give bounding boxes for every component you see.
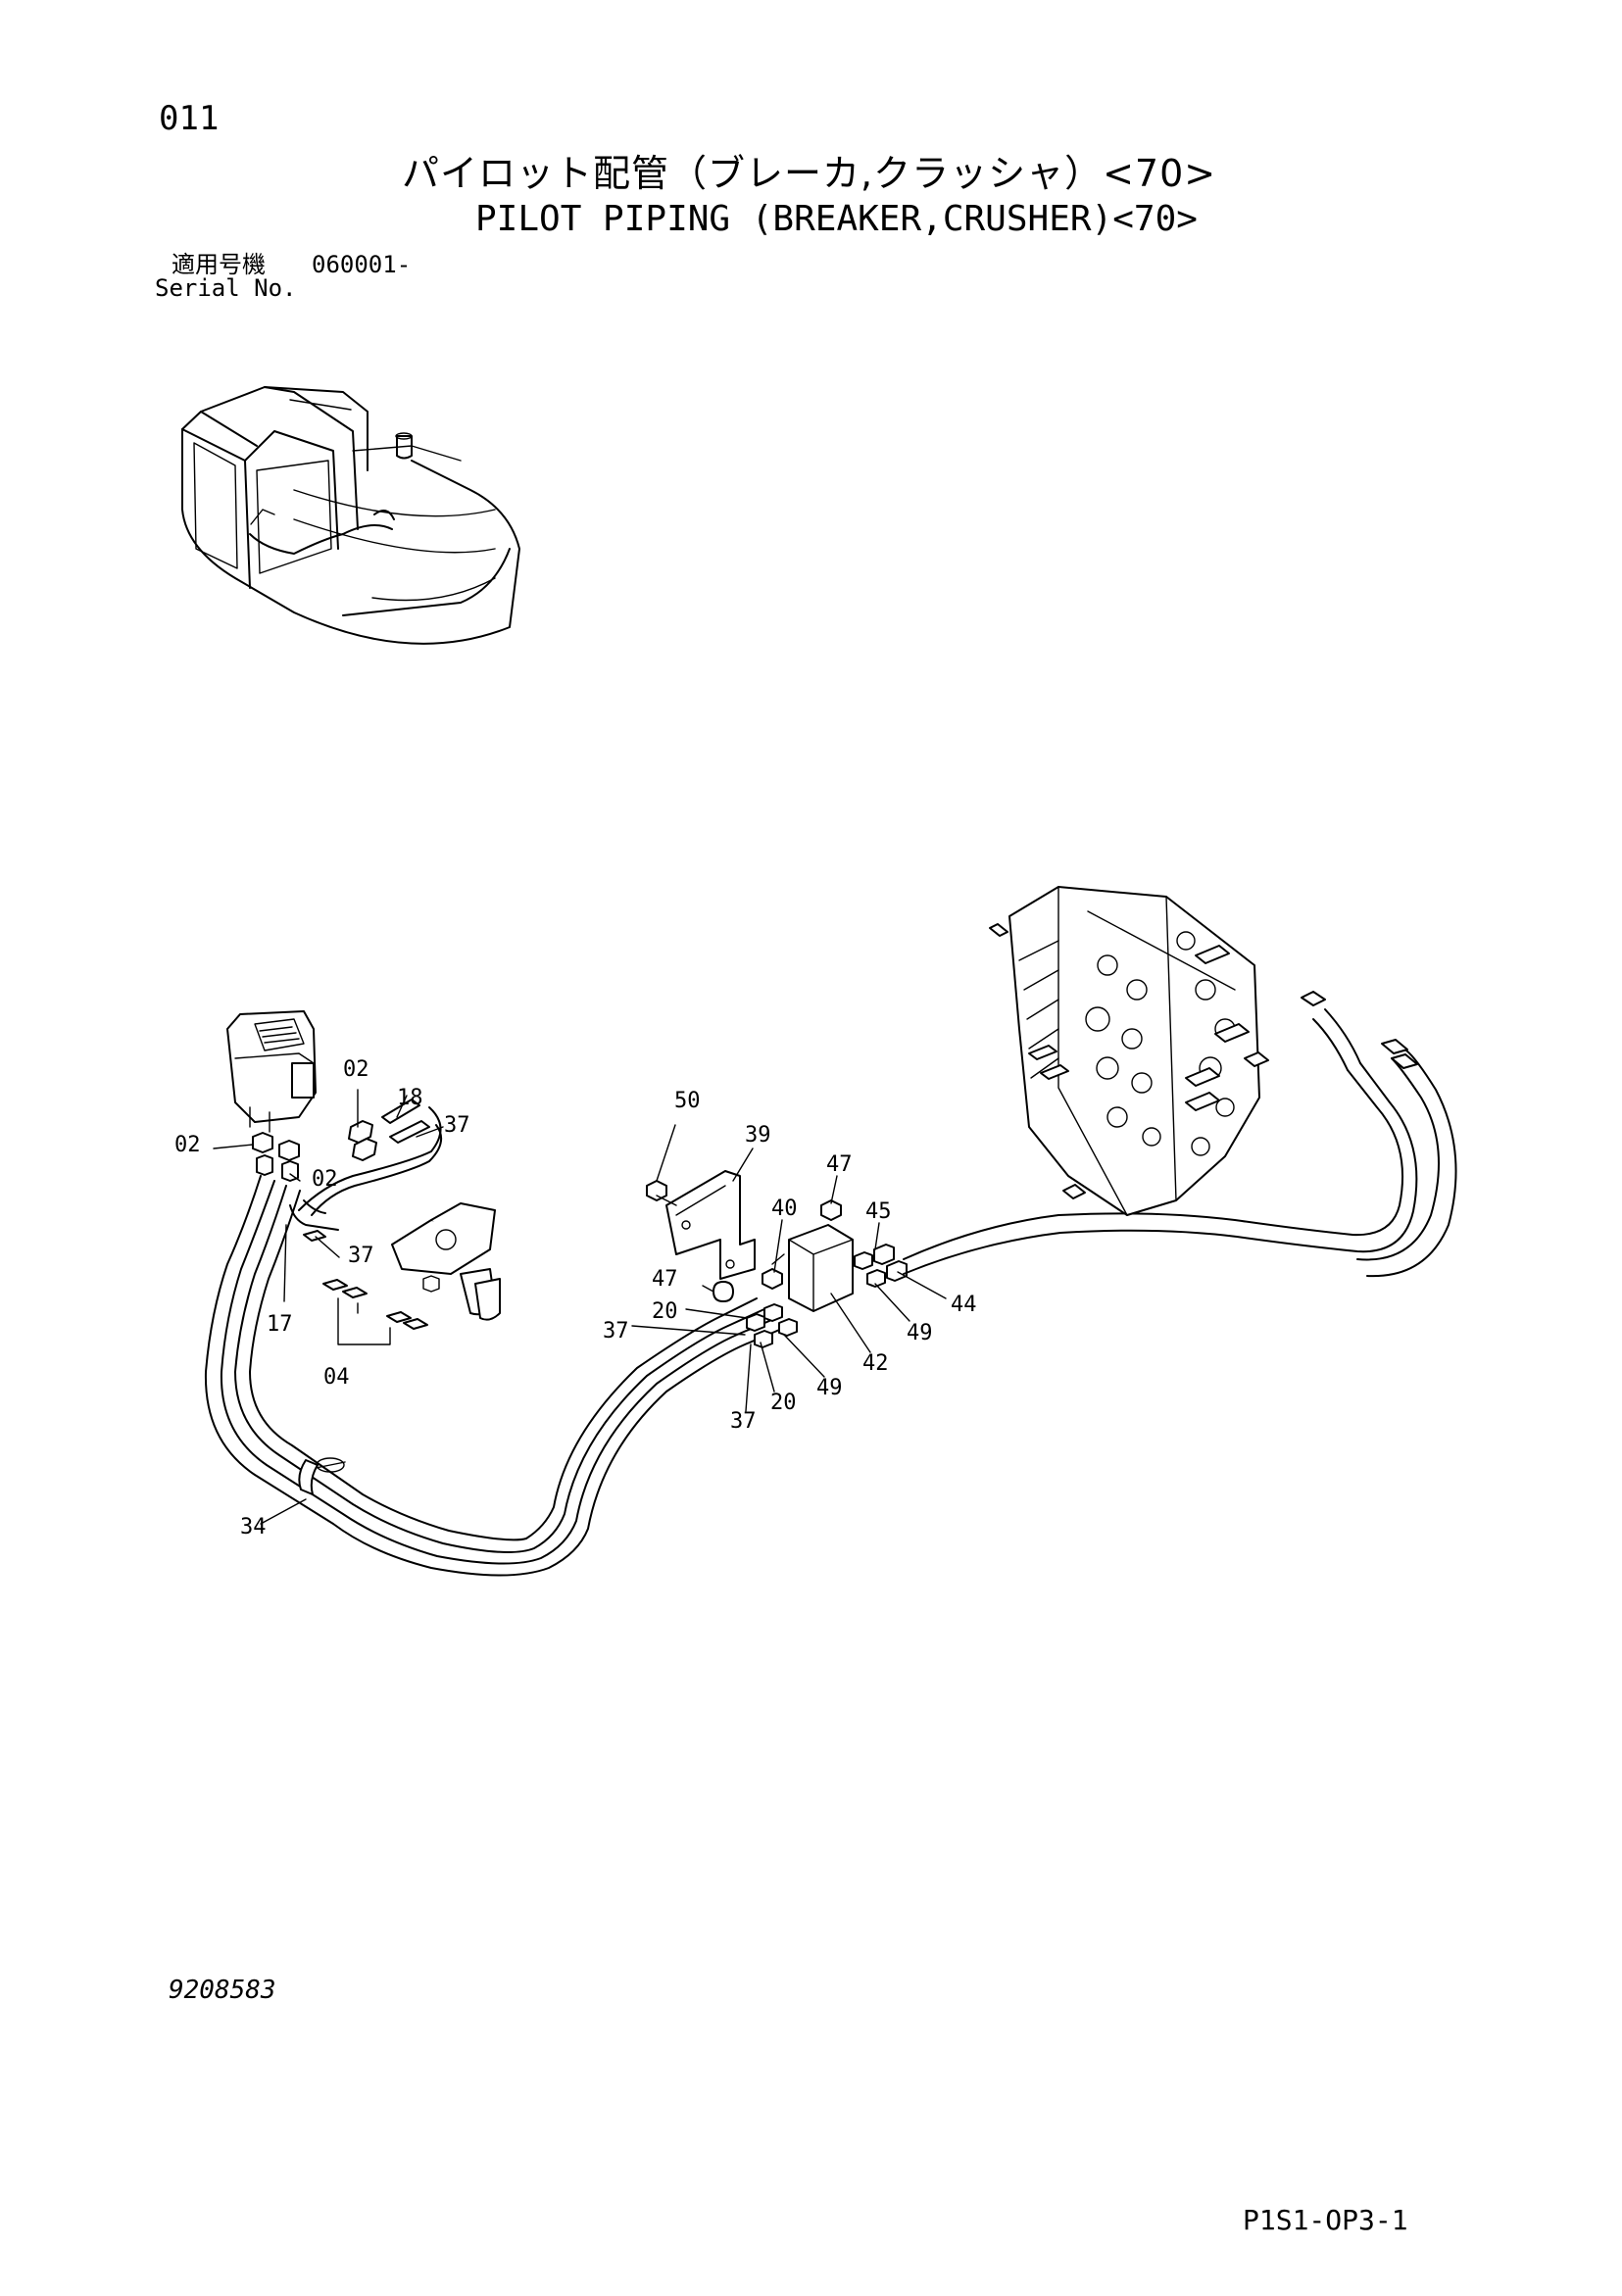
callout-39: 39 [745,1123,771,1148]
control-valve-hose-routing [903,991,1457,1278]
page-title-english: PILOT PIPING (BREAKER,CRUSHER)<70> [475,199,1198,239]
callout-47: 47 [652,1267,678,1292]
selector-valve-bracket [303,1202,501,1345]
callout-02: 02 [312,1167,338,1192]
excavator-location-illustration [181,386,520,645]
pilot-valve-assembly [226,1010,317,1133]
callout-17: 17 [267,1312,293,1337]
callout-50: 50 [674,1089,701,1113]
serial-number-value: 060001- [312,251,412,278]
control-valve [989,886,1269,1216]
pilot-hose-routing [204,1106,785,1577]
callout-02: 02 [174,1133,201,1157]
hose-clamp [298,1457,346,1495]
callout-04: 04 [323,1365,350,1390]
callout-37: 37 [348,1244,374,1268]
callout-37: 37 [603,1319,629,1343]
callout-37: 37 [730,1409,757,1434]
callout-47: 47 [826,1152,853,1177]
callout-49: 49 [816,1376,843,1400]
callout-37: 37 [444,1113,470,1138]
callout-20: 20 [770,1391,797,1415]
callout-20: 20 [652,1299,678,1324]
callout-labels: 02 18 37 02 02 37 17 04 34 50 39 47 40 4… [174,1057,977,1539]
page-title-japanese: パイロット配管（ブレーカ,クラッシャ）<70> [402,152,1217,195]
callout-02: 02 [343,1057,369,1082]
callout-44: 44 [951,1293,977,1317]
callout-18: 18 [397,1086,423,1110]
callout-34: 34 [240,1515,267,1539]
callout-42: 42 [862,1351,889,1376]
callout-40: 40 [771,1197,798,1221]
serial-label-japanese: 適用号機 [172,251,266,278]
callout-49: 49 [907,1321,933,1345]
page-number: 011 [159,99,220,138]
serial-label-english: Serial No. [155,274,297,302]
callout-leader-lines [213,1089,947,1525]
drawing-number: 9208583 [169,1976,276,2005]
callout-45: 45 [865,1199,892,1224]
relay-block-bracket [646,1170,908,1348]
page-code: P1S1-OP3-1 [1243,2204,1408,2236]
